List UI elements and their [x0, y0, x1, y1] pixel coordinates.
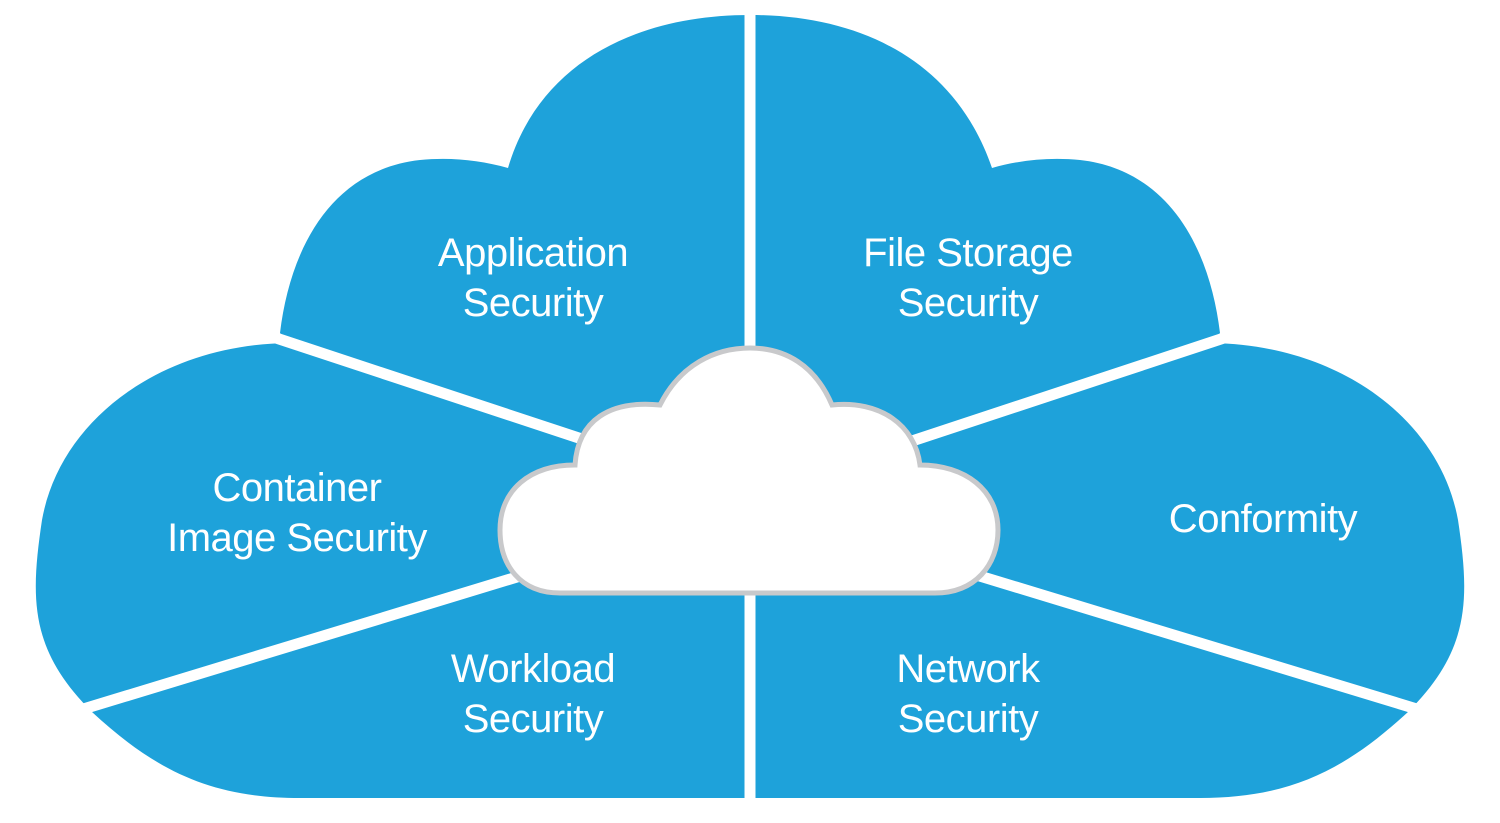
segment-label-conformity: Conformity [1168, 494, 1358, 544]
divider-upper-left [268, 330, 602, 451]
divider-lower-left [78, 564, 542, 716]
label-line: Security [897, 281, 1039, 325]
label-line: Security [462, 281, 604, 325]
divider-upper-right [898, 330, 1232, 451]
label-line: Image Security [167, 516, 427, 560]
center-cloud-icon [497, 345, 1001, 596]
label-line: File Storage [863, 231, 1073, 275]
label-line: Application [437, 231, 629, 275]
segment-label-file-storage-security: File Storage Security [863, 228, 1073, 328]
label-line: Conformity [1168, 497, 1358, 541]
segment-label-network-security: Network Security [896, 644, 1040, 744]
segment-label-workload-security: Workload Security [450, 644, 616, 744]
label-line: Workload [450, 647, 616, 691]
label-line: Security [897, 697, 1039, 741]
segment-label-container-image-security: Container Image Security [167, 463, 427, 563]
segment-dividers [78, 0, 1422, 818]
segment-label-application-security: Application Security [437, 228, 629, 328]
label-line: Security [462, 697, 604, 741]
label-line: Network [896, 647, 1040, 691]
divider-lower-right [958, 564, 1422, 716]
label-line: Container [212, 466, 382, 510]
